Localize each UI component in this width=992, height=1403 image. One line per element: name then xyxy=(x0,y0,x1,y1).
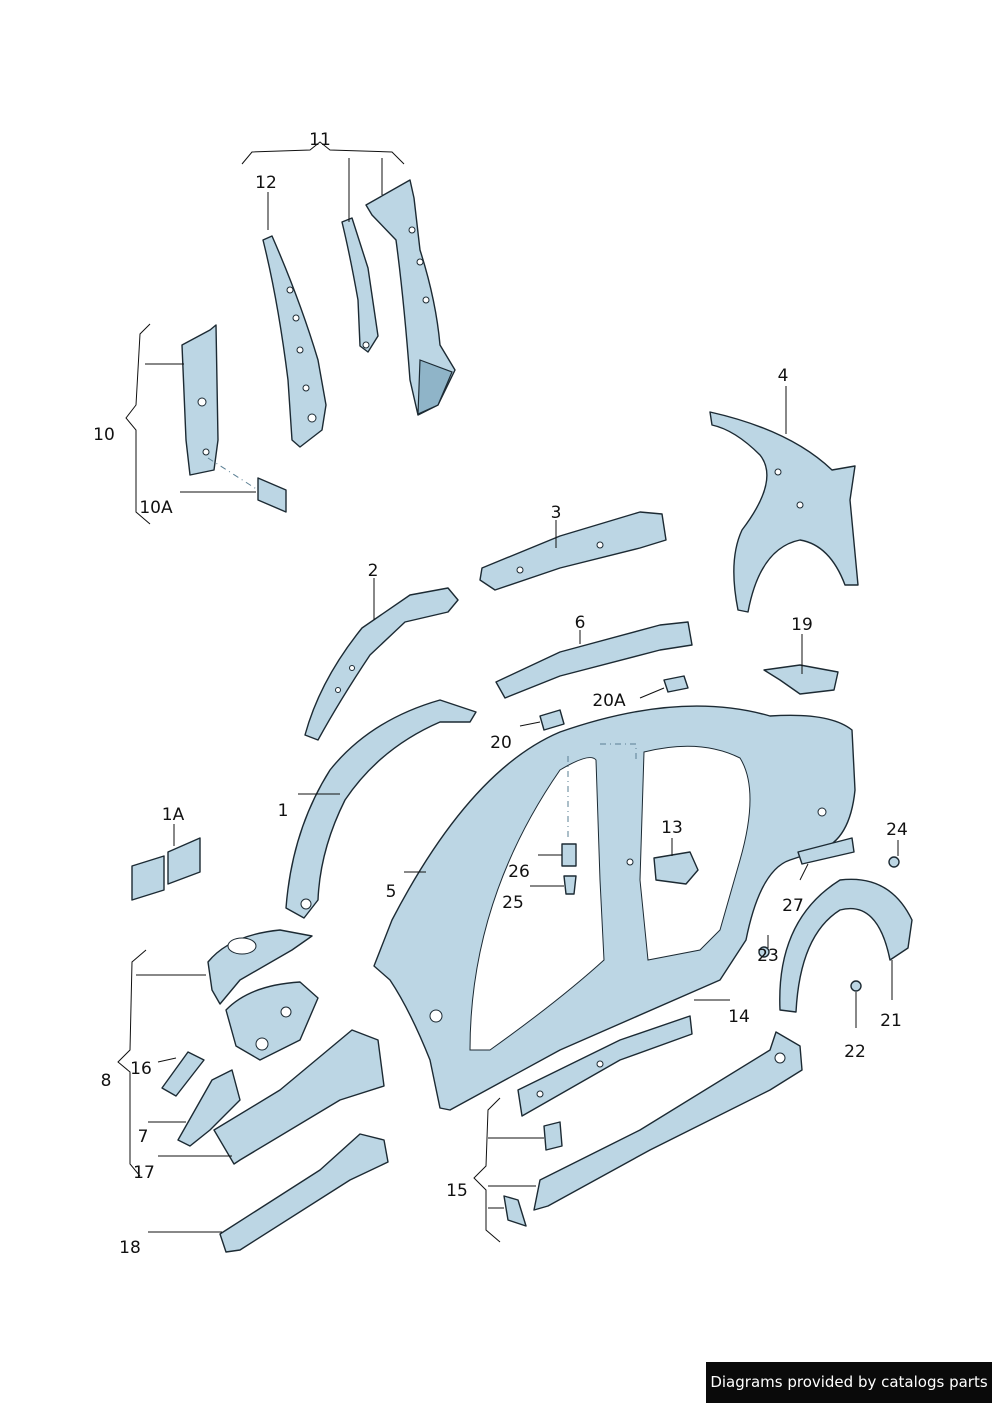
label-12: 12 xyxy=(255,173,277,193)
part-26-stud xyxy=(561,843,577,867)
part-7-panel xyxy=(177,1069,241,1147)
part-3-roof-rail xyxy=(479,511,667,591)
part-8-inner-panel xyxy=(225,981,319,1061)
label-17: 17 xyxy=(133,1163,155,1183)
part-10-b-pillar-inner xyxy=(181,324,219,476)
label-27: 27 xyxy=(782,896,804,916)
label-16: 16 xyxy=(130,1059,152,1079)
label-7: 7 xyxy=(138,1127,149,1147)
credit-banner: Diagrams provided by catalogs parts xyxy=(706,1362,992,1403)
label-25: 25 xyxy=(502,893,524,913)
part-15-sill-panel xyxy=(533,1031,803,1211)
part-8-front-strut-tower xyxy=(207,929,313,1005)
part-17-longitudinal-member xyxy=(213,1029,385,1165)
label-14: 14 xyxy=(728,1007,750,1027)
part-25-stud xyxy=(563,875,577,895)
part-10A-patch xyxy=(257,477,287,513)
label-19: 19 xyxy=(791,615,813,635)
label-10: 10 xyxy=(93,425,115,445)
part-1A-patches xyxy=(131,837,201,901)
part-11-pillar-outer xyxy=(365,179,456,416)
label-5: 5 xyxy=(386,882,397,902)
label-10A: 10A xyxy=(139,498,173,518)
part-24-screw xyxy=(888,856,900,868)
label-13: 13 xyxy=(661,818,683,838)
part-20A-clip xyxy=(663,675,689,693)
label-8: 8 xyxy=(101,1071,112,1091)
part-11-pillar-inner-small xyxy=(341,217,379,353)
label-20: 20 xyxy=(490,733,512,753)
part-22-screw xyxy=(850,980,862,992)
leader-lines xyxy=(117,141,899,1243)
label-6: 6 xyxy=(575,613,586,633)
part-5-side-panel xyxy=(373,705,856,1111)
part-20-clip xyxy=(539,709,565,731)
part-16-bracket xyxy=(161,1051,205,1097)
label-20A: 20A xyxy=(592,691,626,711)
part-1-a-pillar xyxy=(285,699,477,919)
label-22: 22 xyxy=(844,1042,866,1062)
label-11: 11 xyxy=(309,130,331,150)
label-2: 2 xyxy=(368,561,379,581)
label-15: 15 xyxy=(446,1181,468,1201)
label-3: 3 xyxy=(551,503,562,523)
part-12-pillar-reinforcement xyxy=(262,235,327,448)
part-6-roof-rail-inner xyxy=(495,621,693,699)
part-2-a-pillar-upper xyxy=(304,587,459,741)
part-23-screw xyxy=(758,946,770,958)
part-15-patch xyxy=(503,1195,527,1227)
part-18-longitudinal-member xyxy=(219,1133,389,1253)
label-23: 23 xyxy=(757,946,779,966)
part-14-sill-reinforcement xyxy=(517,1015,693,1117)
part-4-rear-wheelhouse xyxy=(709,411,859,613)
label-21: 21 xyxy=(880,1011,902,1031)
label-4: 4 xyxy=(778,366,789,386)
label-26: 26 xyxy=(508,862,530,882)
label-18: 18 xyxy=(119,1238,141,1258)
part-15-clip xyxy=(543,1121,563,1151)
part-21-wheelhouse-liner xyxy=(779,878,913,1013)
label-1: 1 xyxy=(278,801,289,821)
part-27-bracket xyxy=(797,837,855,865)
part-19-bracket xyxy=(763,664,839,695)
label-24: 24 xyxy=(886,820,908,840)
part-13-bracket xyxy=(653,851,699,885)
label-1A: 1A xyxy=(162,805,185,825)
